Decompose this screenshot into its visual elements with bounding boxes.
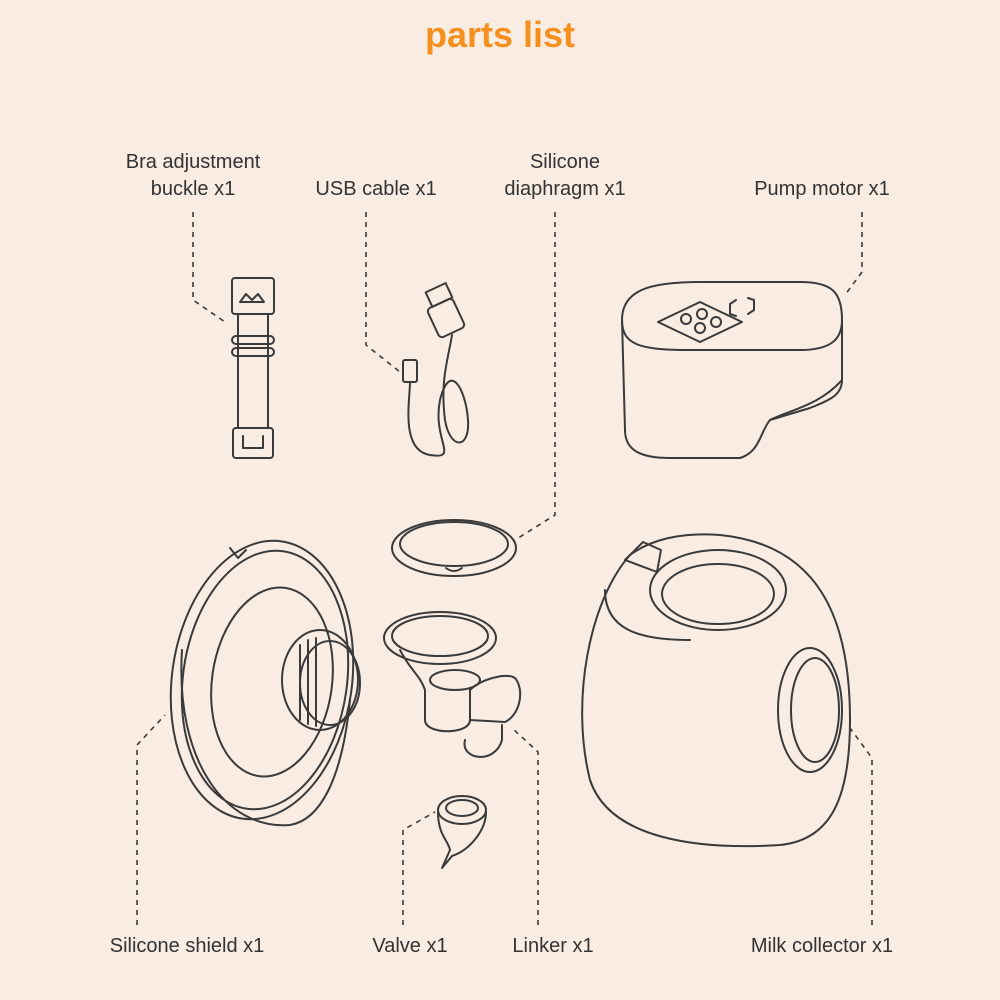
leader-usb-cable — [365, 212, 401, 373]
leader-valve — [402, 811, 436, 925]
leader-milk-collector — [849, 727, 873, 925]
label-milk-collector: Milk collector x1 — [750, 935, 894, 957]
page-title: parts list — [424, 14, 576, 55]
label-silicone-shield: Silicone shield x1 — [109, 935, 265, 957]
leader-pump-motor — [844, 212, 863, 296]
leader-bra-buckle — [192, 212, 226, 323]
label-line: Bra adjustment — [125, 151, 261, 173]
milk-collector-drawing — [581, 533, 851, 848]
silicone-shield-drawing — [169, 539, 361, 827]
bra-buckle-drawing — [231, 277, 275, 459]
linker-drawing — [383, 611, 522, 758]
leader-linker — [511, 727, 539, 925]
label-line: Silicone — [529, 151, 601, 173]
leader-shield — [136, 714, 166, 925]
label-bra-buckle: Bra adjustment buckle x1 — [126, 149, 261, 203]
leader-lines — [136, 212, 873, 925]
leader-diaphragm — [514, 212, 556, 541]
label-silicone-diaphragm: Silicone diaphragm x1 — [504, 149, 625, 203]
pump-motor-drawing — [621, 281, 843, 459]
label-linker: Linker x1 — [512, 935, 594, 957]
silicone-diaphragm-drawing — [391, 519, 517, 577]
label-line: diaphragm x1 — [504, 178, 626, 200]
valve-drawing — [437, 795, 487, 869]
label-line: buckle x1 — [150, 178, 236, 200]
label-usb-cable: USB cable x1 — [315, 178, 437, 200]
usb-cable-drawing — [402, 282, 470, 457]
label-pump-motor: Pump motor x1 — [754, 178, 890, 200]
label-valve: Valve x1 — [372, 935, 448, 957]
